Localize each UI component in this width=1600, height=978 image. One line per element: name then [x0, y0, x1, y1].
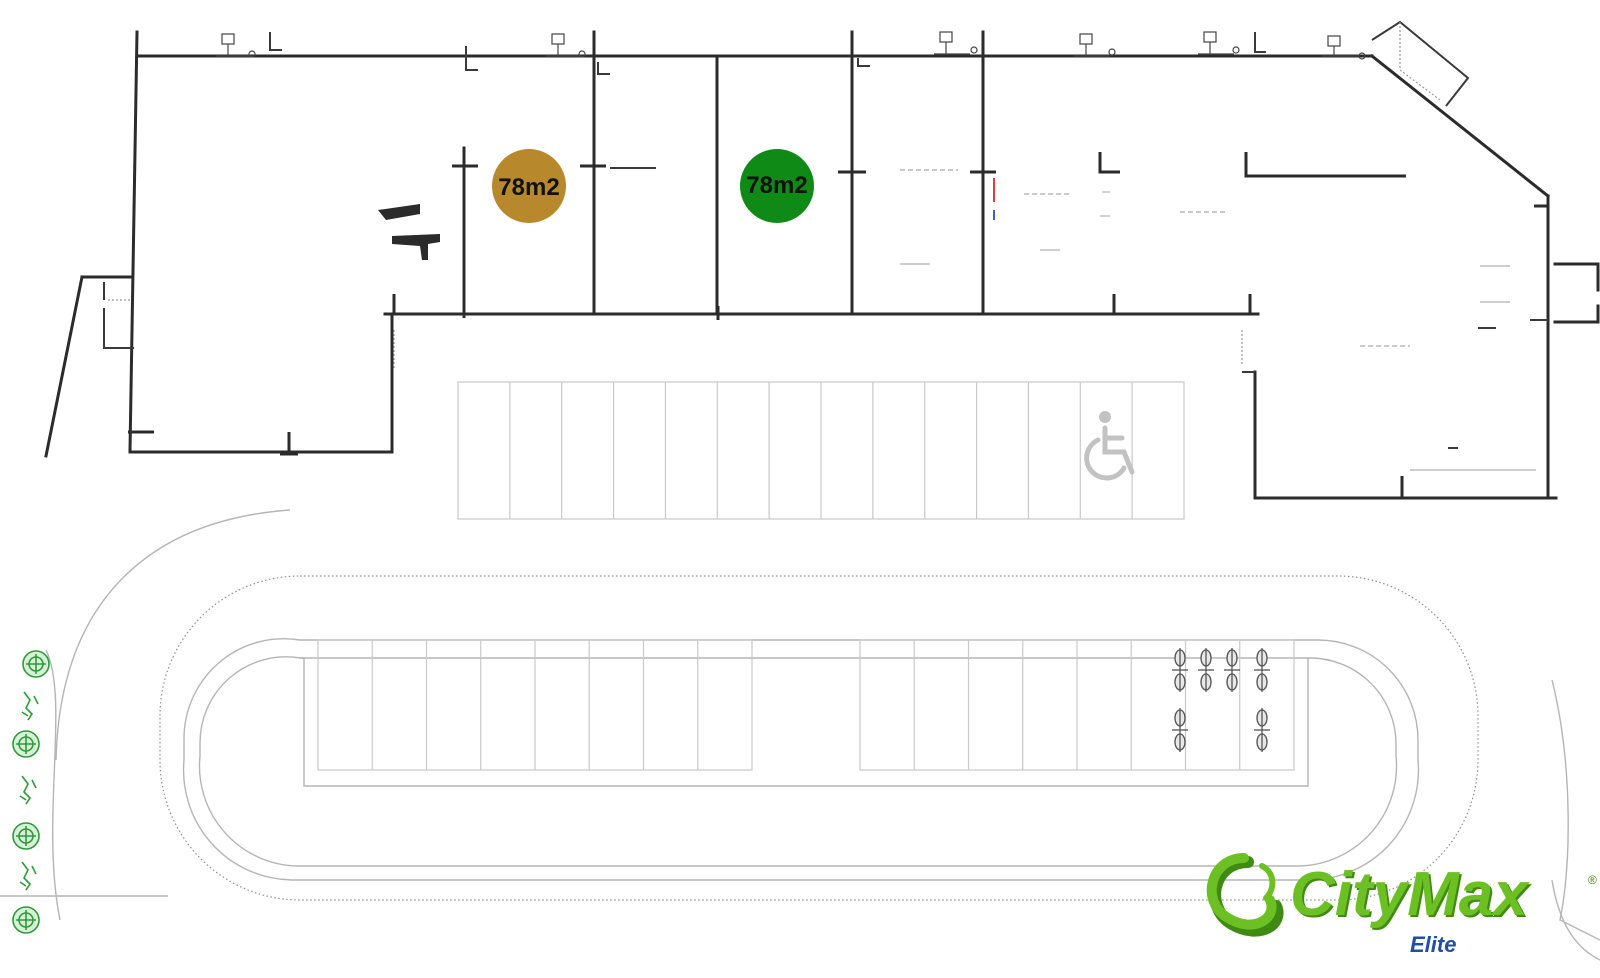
island-parking-curb: [300, 657, 1309, 787]
right-curb-lower: [1551, 879, 1600, 961]
tick: [1244, 152, 1406, 178]
upper-stall-dividers: [509, 382, 1133, 519]
citymax-logo: CityMax CityMax ® Elite: [1206, 853, 1597, 957]
unit-b-area-label: 78m2: [746, 172, 807, 199]
lamp-icon: [546, 33, 586, 58]
corner-annex-dash: [1399, 22, 1441, 101]
tree-icon: [21, 691, 39, 721]
tick: [597, 62, 610, 75]
brand-name: CityMax: [1292, 862, 1532, 931]
island-inner: [198, 656, 1398, 867]
bike-icon: [1224, 648, 1240, 692]
lower-parking-rows: [317, 639, 1295, 771]
unit-a-marker[interactable]: [492, 149, 566, 223]
left-wall: [128, 30, 139, 452]
lamp-icon: [216, 33, 256, 58]
lamp-icon: [1074, 33, 1116, 57]
right-curb: [1551, 679, 1600, 941]
drive-loop-edge: [159, 575, 1479, 901]
drive-loop: [0, 509, 1600, 961]
wall-ticks: [128, 32, 1548, 498]
bike-racks: [1172, 648, 1270, 752]
tick: [1254, 32, 1266, 53]
lamp-icon: [1322, 35, 1366, 60]
left-diagonal-wall: [44, 275, 84, 458]
wheelchair-icon: [1084, 411, 1135, 481]
corner-annex: [1371, 20, 1470, 107]
annex-door: [103, 282, 134, 349]
tick: [465, 46, 478, 71]
unit-b-marker[interactable]: [740, 149, 814, 223]
tree-icon: [19, 861, 37, 891]
lamp-icon: [1198, 31, 1240, 55]
tree-icon: [12, 730, 40, 758]
tick: [269, 32, 282, 51]
interior-marks: [378, 169, 1536, 471]
light-fixtures: [216, 31, 1366, 60]
lower-left-dividers: [371, 640, 699, 770]
tree-icon: [22, 650, 50, 678]
sink-fixture: [378, 204, 440, 260]
tree-icon: [12, 906, 40, 934]
bike-icon: [1198, 648, 1214, 692]
landscaping: [12, 650, 50, 934]
tick: [1098, 152, 1120, 174]
brand-tagline: Elite: [1410, 932, 1456, 957]
brand-name-front: CityMax: [1290, 860, 1530, 929]
bike-icon: [1254, 708, 1270, 752]
outer-curb-left: [55, 509, 291, 761]
sink-part: [392, 234, 440, 260]
brand-registered-mark: ®: [1588, 873, 1597, 887]
upper-parking-row: [457, 381, 1185, 520]
lamp-icon: [934, 31, 978, 55]
bike-icon: [1172, 708, 1188, 752]
unit-a-area-label: 78m2: [498, 174, 559, 201]
citymax-swirl-icon: [1206, 853, 1284, 937]
corner-wall: [1369, 53, 1551, 199]
lower-right-dividers: [913, 640, 1241, 770]
tree-icon: [12, 822, 40, 850]
bike-icon: [1172, 648, 1188, 692]
sink-part: [378, 204, 420, 220]
side-entrance: [1553, 262, 1600, 324]
island-outer: [182, 638, 1420, 881]
building-walls: [44, 20, 1600, 500]
unit-markers: 78m2 78m2: [492, 149, 814, 223]
tree-icon: [19, 775, 37, 805]
left-curb: [45, 649, 61, 921]
bike-icon: [1254, 648, 1270, 692]
tick: [857, 58, 870, 67]
